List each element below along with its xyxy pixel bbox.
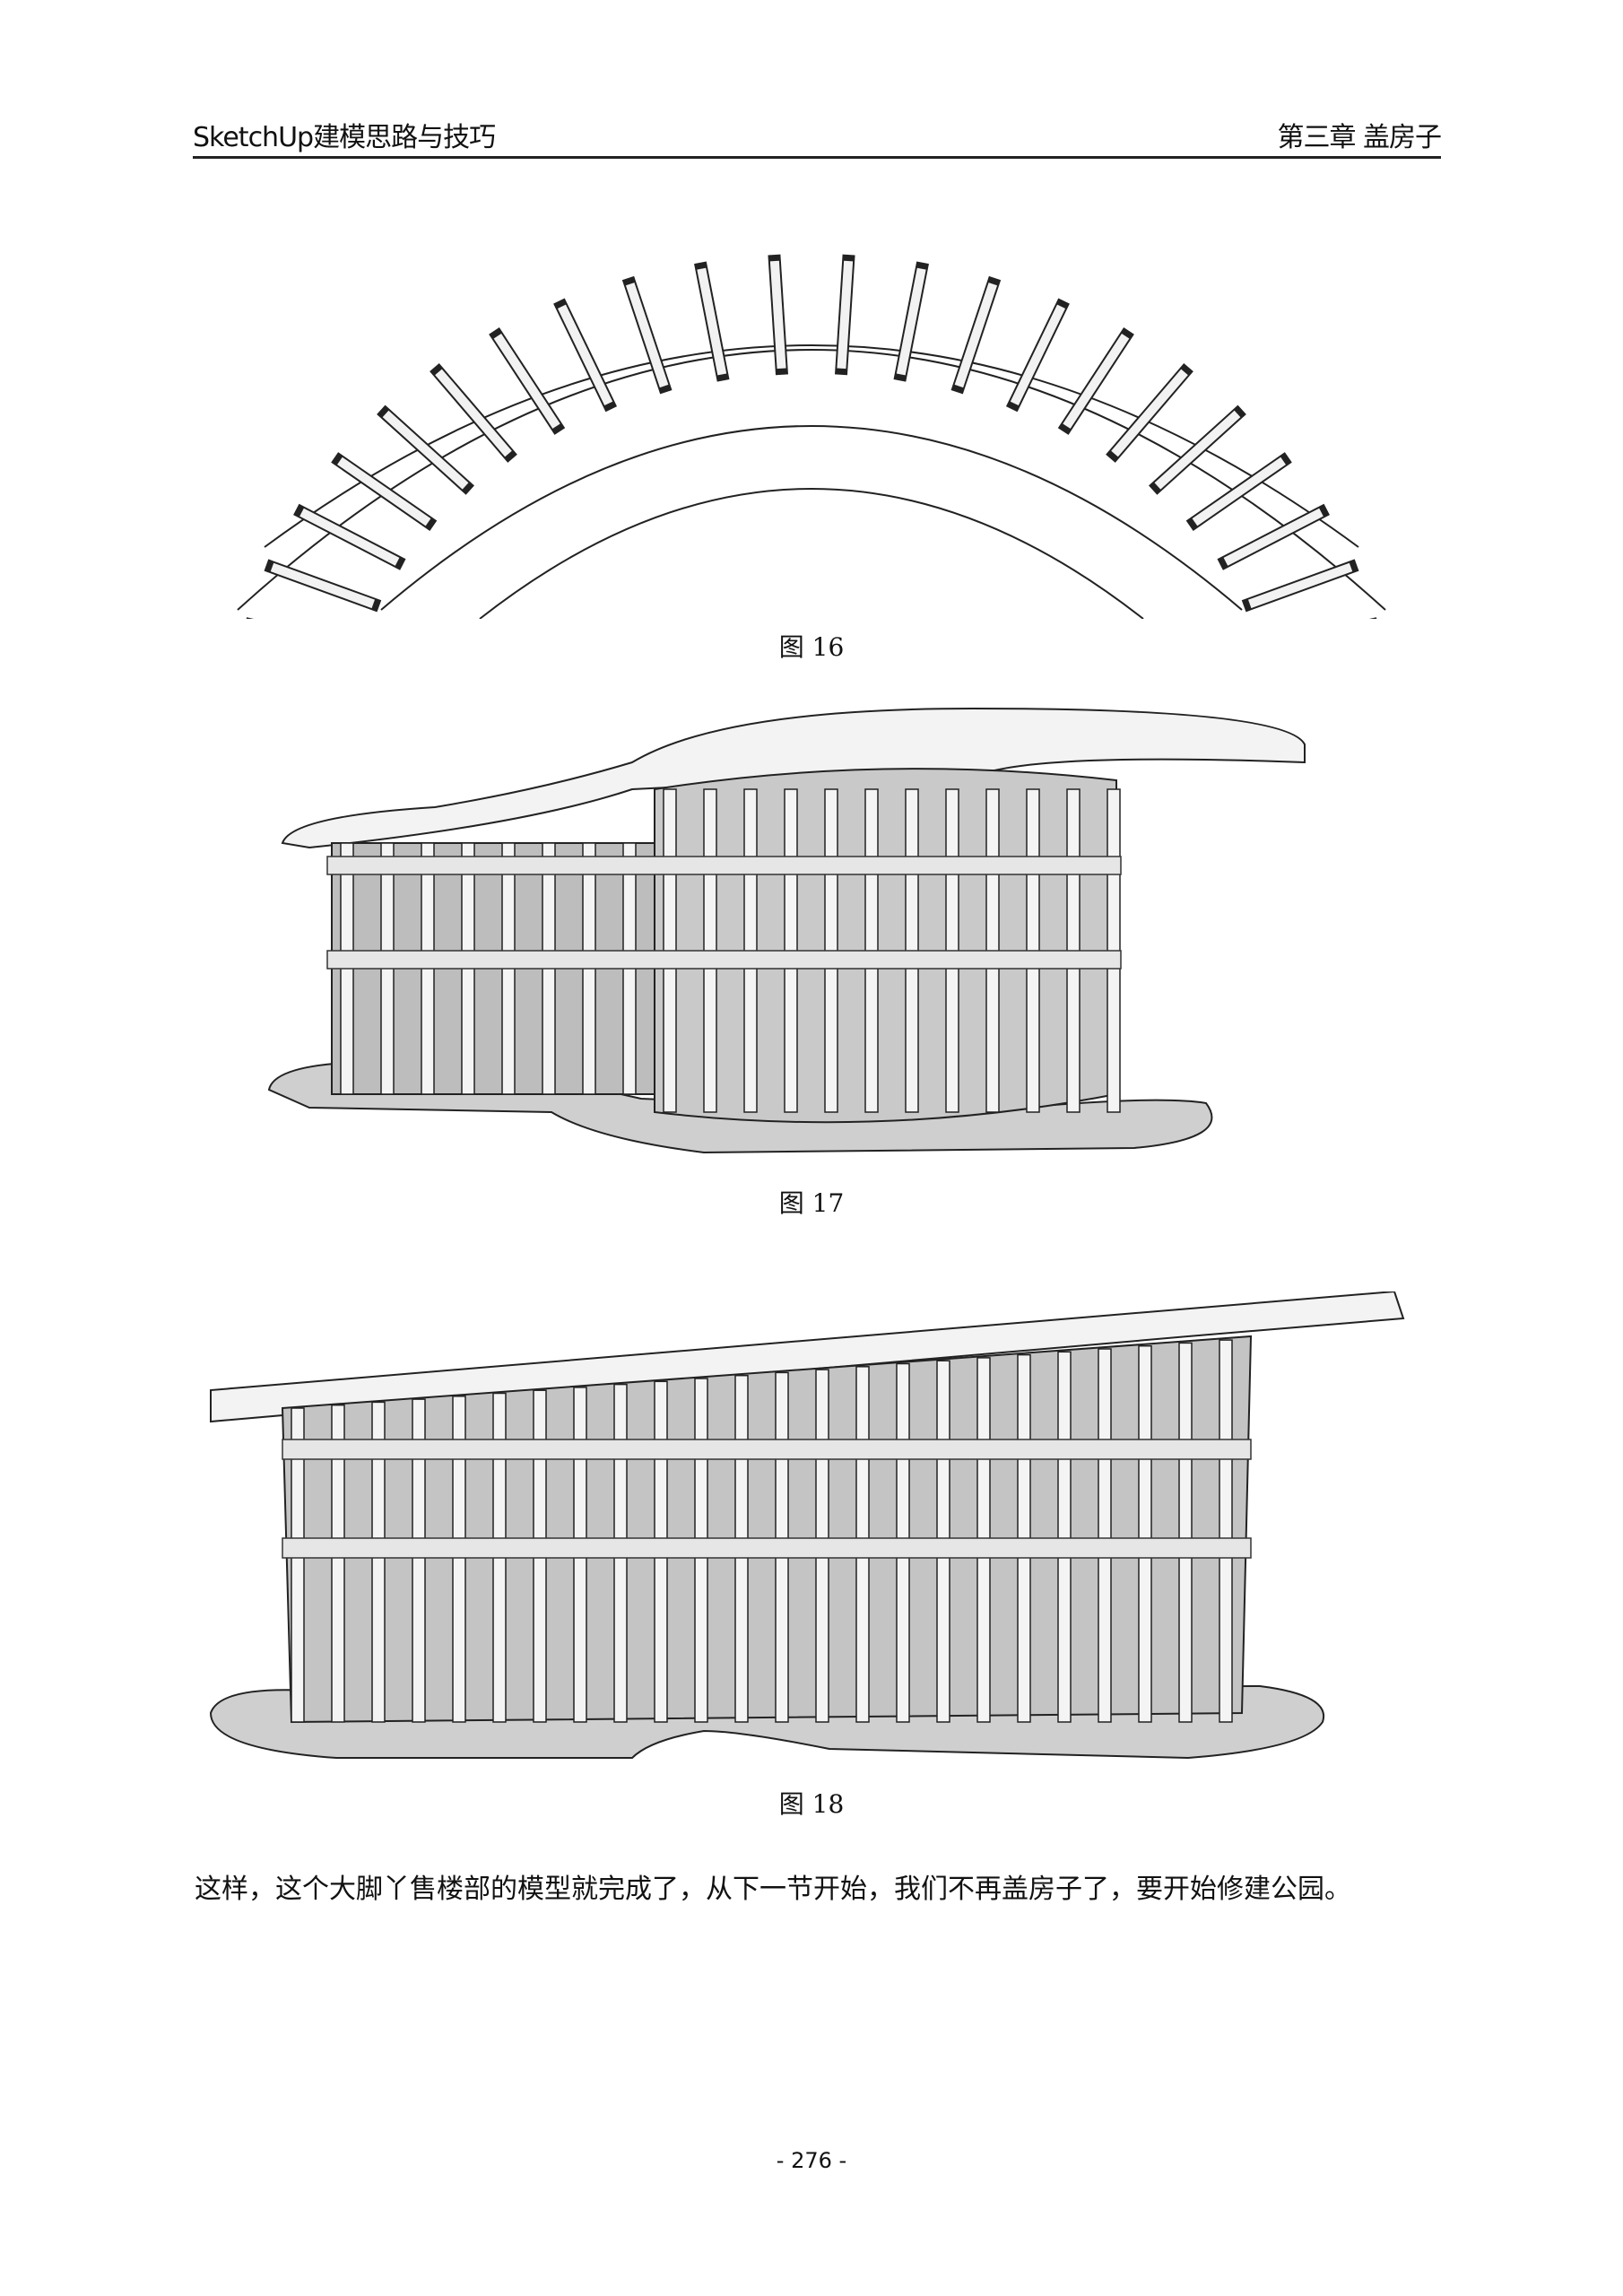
figure-18 bbox=[0, 1292, 1623, 1776]
page-number: - 276 - bbox=[776, 2148, 847, 2173]
beam-face bbox=[1192, 457, 1286, 526]
beam-face bbox=[1111, 369, 1188, 457]
column bbox=[412, 1398, 426, 1723]
beam-face bbox=[1223, 508, 1324, 566]
column bbox=[1178, 1342, 1193, 1723]
figure-16 bbox=[0, 224, 1623, 619]
beam-face bbox=[769, 260, 786, 370]
beam-face bbox=[625, 283, 669, 388]
beam-face bbox=[382, 410, 469, 490]
figure-17-drawing bbox=[267, 707, 1306, 1154]
beam-face bbox=[299, 508, 400, 566]
column bbox=[1138, 1344, 1152, 1723]
column bbox=[331, 1404, 345, 1723]
column bbox=[1057, 1351, 1072, 1723]
beam-face bbox=[896, 267, 926, 376]
figure-16-caption: 图 16 bbox=[778, 632, 845, 662]
chapter-title: 第三章 盖房子 bbox=[1277, 122, 1442, 153]
beam-face bbox=[435, 369, 512, 457]
beam-face bbox=[1063, 334, 1130, 429]
column bbox=[452, 1396, 466, 1723]
beam-face bbox=[1248, 562, 1353, 609]
beam-face bbox=[337, 457, 431, 526]
figure-18-caption: 图 18 bbox=[778, 1789, 845, 1819]
beam-face bbox=[557, 304, 613, 406]
body-paragraph: 这样，这个大脚丫售楼部的模型就完成了，从下一节开始，我们不再盖房子了，要开始修建… bbox=[195, 1874, 1351, 1905]
column bbox=[291, 1407, 305, 1723]
figure-17 bbox=[0, 691, 1623, 1166]
column bbox=[371, 1401, 386, 1723]
beam-face bbox=[1010, 304, 1066, 406]
figure-17-caption: 图 17 bbox=[778, 1188, 845, 1218]
page-header: SketchUp建模思路与技巧 第三章 盖房子 bbox=[193, 122, 1442, 159]
figure-16-drawing bbox=[237, 254, 1386, 619]
figure-18-drawing bbox=[209, 1292, 1405, 1760]
column bbox=[1219, 1339, 1233, 1723]
column bbox=[1098, 1348, 1112, 1723]
beam-face bbox=[954, 283, 998, 388]
beam-face bbox=[697, 267, 727, 376]
beam-face bbox=[493, 334, 560, 429]
beam-face bbox=[1154, 410, 1241, 490]
book-title: SketchUp建模思路与技巧 bbox=[193, 122, 496, 153]
beam-face bbox=[837, 260, 854, 370]
beam-face bbox=[270, 562, 375, 609]
